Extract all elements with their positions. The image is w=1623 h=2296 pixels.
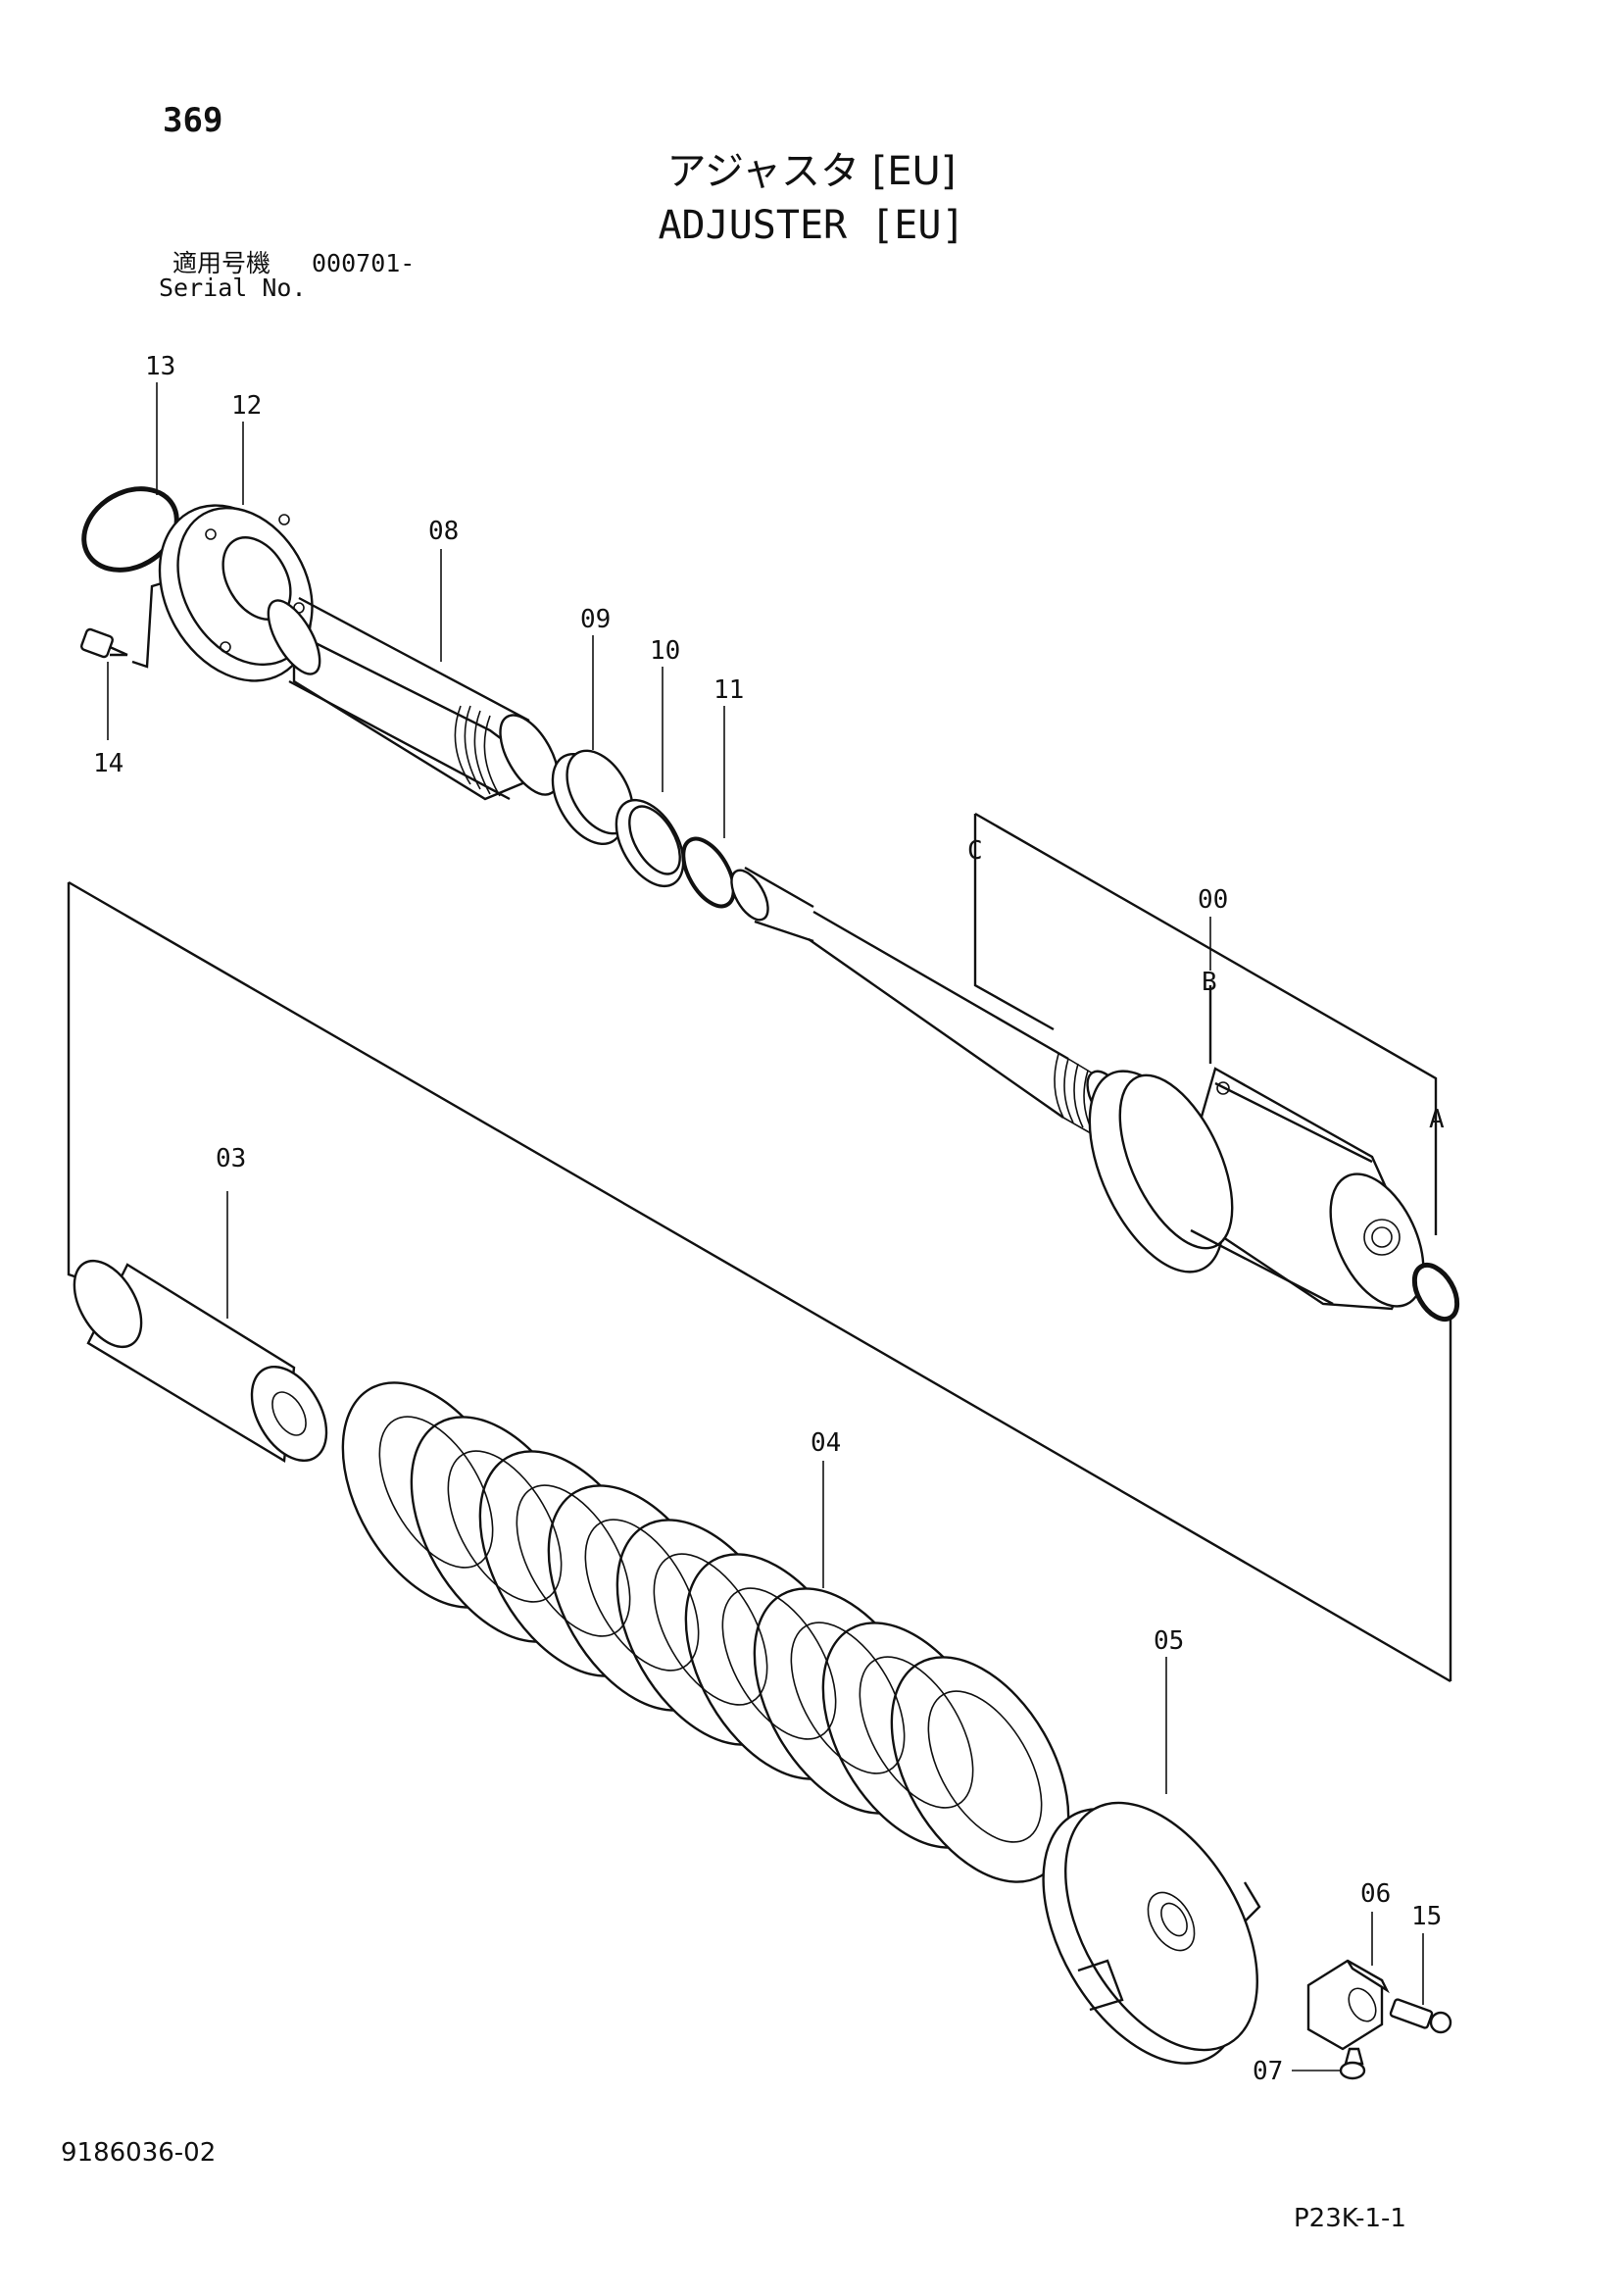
part-06-hex-nut	[1306, 1912, 1390, 2051]
callout-b: B	[1202, 968, 1217, 997]
callout-00: 00	[1198, 885, 1228, 915]
callout-15: 15	[1411, 1902, 1442, 1931]
part-07-plug	[1292, 2047, 1366, 2080]
title-english: ADJUSTER [EU]	[658, 203, 965, 248]
callout-08: 08	[428, 517, 459, 546]
callout-11: 11	[713, 675, 744, 705]
part-15-grease-fitting	[1389, 1933, 1452, 2034]
part-a-o-ring	[1411, 1263, 1460, 1322]
callout-04: 04	[811, 1428, 841, 1458]
page-reference: P23K-1-1	[1294, 2204, 1406, 2233]
part-13-o-ring	[81, 382, 179, 573]
callout-07: 07	[1253, 2057, 1283, 2086]
callout-14: 14	[93, 749, 123, 778]
callout-09: 09	[580, 605, 611, 634]
title-japanese: アジャスタ [EU]	[666, 149, 957, 194]
group-frame-lines	[67, 812, 1452, 1683]
page-number: 369	[163, 101, 223, 140]
callout-c: C	[967, 836, 983, 866]
part-11-ring	[681, 706, 736, 909]
part-14-bolt	[80, 581, 163, 740]
callout-a: A	[1429, 1105, 1445, 1134]
serial-label-english: Serial No.	[159, 274, 307, 302]
part-10-seal	[615, 667, 685, 888]
part-05-retainer	[1042, 1657, 1261, 2065]
part-03-spacer-tube	[73, 1191, 328, 1463]
part-04-spring	[341, 1381, 1070, 1883]
serial-value: 000701-	[312, 249, 416, 277]
part-c-piston-rod	[730, 866, 1129, 1138]
callout-12: 12	[231, 391, 262, 421]
part-00-cylinder-body	[1088, 917, 1425, 1311]
part-08-cylinder	[267, 549, 560, 801]
callout-10: 10	[650, 636, 680, 666]
serial-label-japanese: 適用号機	[172, 249, 271, 277]
part-09-bushing	[551, 635, 634, 846]
callout-03: 03	[216, 1144, 246, 1173]
document-code: 9186036-02	[61, 2138, 217, 2168]
callout-06: 06	[1360, 1879, 1391, 1909]
callout-13: 13	[145, 352, 175, 381]
callout-labels: 13 12 14 08 09 10 11 C 00 B A 03 04 05 0…	[93, 352, 1445, 2086]
callout-05: 05	[1154, 1626, 1184, 1656]
